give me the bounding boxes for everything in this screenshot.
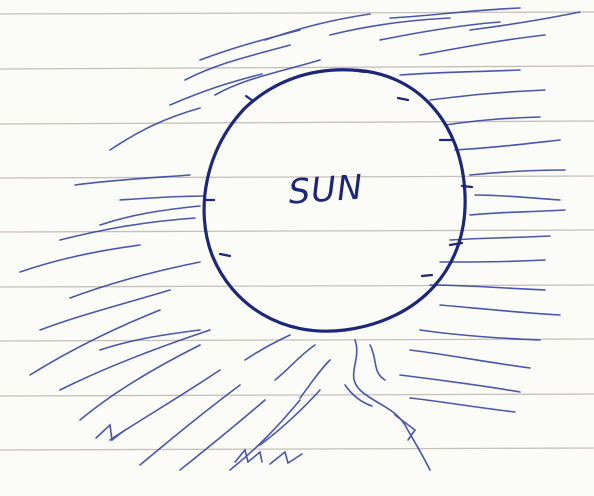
sun-label: SUN xyxy=(278,167,375,213)
